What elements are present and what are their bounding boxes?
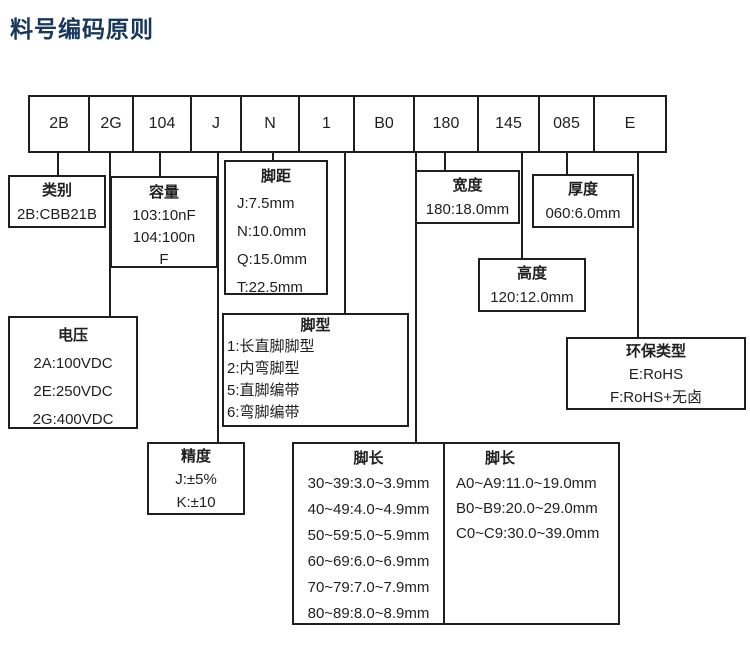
box-pin-length-small-title: 脚长 — [353, 450, 384, 467]
connector-precision — [217, 153, 219, 442]
box-pin-length-small-line: 50~59:5.0~5.9mm — [307, 527, 430, 544]
code-cell-type: 2B — [30, 97, 90, 151]
box-pin-length-small-line: 40~49:4.0~4.9mm — [307, 501, 430, 518]
box-voltage-line: 2A:100VDC — [33, 355, 113, 372]
connector-capacity — [159, 153, 161, 176]
box-voltage-title: 电压 — [57, 327, 88, 344]
box-pin-type-line: 2:内弯脚型 — [227, 360, 300, 377]
box-capacity-line: 103:10nF — [132, 207, 196, 224]
code-cell-eco: E — [624, 115, 636, 132]
box-voltage-line: 2G:400VDC — [32, 411, 114, 428]
box-pitch-line: J:7.5mm — [237, 195, 295, 212]
code-cell-pitch: N — [242, 97, 300, 151]
box-thickness-title: 厚度 — [567, 181, 598, 198]
box-voltage-line: 2E:250VDC — [33, 383, 113, 400]
box-pin-type-line: 6:弯脚编带 — [227, 404, 300, 421]
box-precision-title: 精度 — [180, 448, 211, 465]
box-pin-type-title: 脚型 — [300, 317, 331, 334]
box-precision: 精度 J:±5% K:±10 — [147, 442, 245, 515]
connector-width — [444, 153, 446, 170]
box-pin-length-small-line: 30~39:3.0~3.9mm — [307, 475, 430, 492]
box-precision-line: J:±5% — [175, 471, 217, 488]
connector-pinlength — [415, 153, 417, 442]
box-pin-length-large-line: C0~C9:30.0~39.0mm — [456, 525, 600, 542]
box-capacity-line: F — [159, 251, 169, 268]
box-pin-length-large-line: A0~A9:11.0~19.0mm — [456, 475, 597, 492]
code-cell-pinlength: B0 — [355, 97, 415, 151]
code-cell-height: 145 — [479, 97, 540, 151]
part-number-code-row: 2B 2G 104 J N 1 B0 180 145 085 E — [28, 95, 667, 153]
connector-thickness — [566, 153, 568, 174]
box-pin-length-large-line: B0~B9:20.0~29.0mm — [456, 500, 598, 517]
box-category-line: 2B:CBB21B — [16, 206, 98, 223]
box-pin-length-small-line: 70~79:7.0~7.9mm — [307, 579, 430, 596]
connector-eco — [637, 153, 639, 337]
box-pin-type: 脚型 1:长直脚脚型 2:内弯脚型 5:直脚编带 6:弯脚编带 — [222, 313, 409, 427]
box-height: 高度 120:12.0mm — [478, 258, 586, 312]
box-pin-length-large: 脚长 A0~A9:11.0~19.0mm B0~B9:20.0~29.0mm C… — [443, 442, 620, 625]
box-pitch-line: Q:15.0mm — [237, 251, 308, 268]
code-cell-voltage: 2G — [90, 97, 134, 151]
box-eco-type: 环保类型 E:RoHS F:RoHS+无卤 — [566, 337, 746, 410]
code-cell-capacity: 104 — [134, 97, 192, 151]
box-width-line: 180:18.0mm — [425, 201, 510, 218]
box-pin-length-small-line: 80~89:8.0~8.9mm — [307, 605, 430, 622]
box-width: 宽度 180:18.0mm — [415, 170, 520, 224]
box-thickness-line: 060:6.0mm — [545, 205, 621, 222]
box-category: 类别 2B:CBB21B — [8, 175, 106, 228]
box-eco-type-title: 环保类型 — [625, 343, 686, 360]
connector-height — [521, 153, 523, 258]
box-pin-length-small-line: 60~69:6.0~6.9mm — [307, 553, 430, 570]
box-pin-length-small: 脚长 30~39:3.0~3.9mm 40~49:4.0~4.9mm 50~59… — [292, 442, 445, 625]
box-pin-length-large-title: 脚长 — [485, 450, 516, 467]
box-height-title: 高度 — [516, 265, 547, 282]
box-pitch-title: 脚距 — [260, 168, 291, 185]
code-cell-pintype: 1 — [300, 97, 355, 151]
box-pitch-line: T:22.5mm — [237, 279, 303, 296]
box-pin-type-line: 5:直脚编带 — [227, 382, 300, 399]
code-cell-thickness: 085 — [540, 97, 595, 151]
box-pitch: 脚距 J:7.5mm N:10.0mm Q:15.0mm T:22.5mm — [224, 160, 328, 296]
connector-type — [57, 153, 59, 175]
code-cell-precision: J — [192, 97, 242, 151]
box-eco-type-line: E:RoHS — [628, 366, 684, 383]
box-thickness: 厚度 060:6.0mm — [532, 174, 634, 228]
box-capacity: 容量 103:10nF 104:100n F — [110, 176, 218, 268]
box-eco-type-line: F:RoHS+无卤 — [609, 389, 703, 406]
connector-pintype — [344, 153, 346, 313]
page-title: 料号编码原则 — [10, 16, 154, 42]
box-capacity-title: 容量 — [148, 184, 179, 201]
box-pitch-line: N:10.0mm — [237, 223, 307, 240]
box-voltage: 电压 2A:100VDC 2E:250VDC 2G:400VDC — [8, 316, 138, 429]
box-precision-line: K:±10 — [176, 494, 216, 511]
box-height-line: 120:12.0mm — [490, 289, 574, 306]
code-cell-width: 180 — [415, 97, 479, 151]
box-width-title: 宽度 — [452, 177, 483, 194]
box-capacity-line: 104:100n — [132, 229, 196, 246]
box-category-title: 类别 — [41, 182, 72, 199]
connector-pitch — [272, 153, 274, 161]
box-pin-type-line: 1:长直脚脚型 — [227, 338, 315, 355]
